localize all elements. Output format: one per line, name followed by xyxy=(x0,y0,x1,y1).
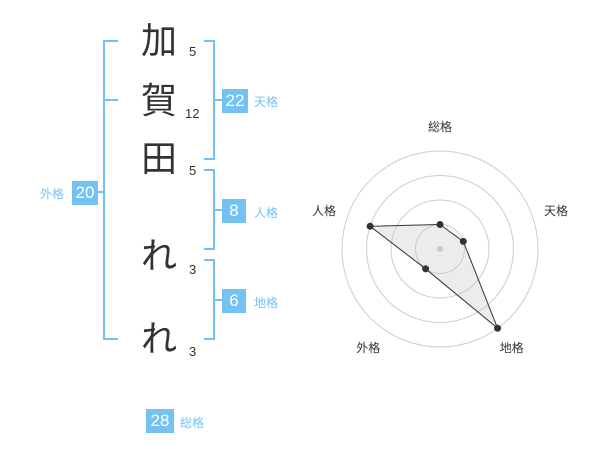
radar-center xyxy=(437,246,443,252)
name-char-3: 田 xyxy=(140,139,177,180)
radar-ring-2 xyxy=(390,199,490,299)
radar-ring-3 xyxy=(366,175,514,323)
stroke-count-1: 5 xyxy=(189,44,197,59)
radar-axis-label-gaikaku: 外格 xyxy=(356,340,381,355)
tenkaku-value: 22 xyxy=(222,89,248,113)
radar-axis-label-chikaku: 地格 xyxy=(499,340,524,355)
chikaku-value: 6 xyxy=(222,289,246,313)
gaikaku-value: 20 xyxy=(72,181,98,205)
radar-ring-4 xyxy=(341,150,539,348)
gaikaku-label: 外格 xyxy=(40,187,65,201)
stroke-count-4: 3 xyxy=(189,262,197,277)
radar-point-0 xyxy=(436,221,444,228)
name-char-2: 賀 xyxy=(140,81,177,122)
jinkaku-value: 8 xyxy=(222,199,246,223)
stroke-count-5: 3 xyxy=(189,344,197,359)
stroke-count-3: 5 xyxy=(189,163,197,178)
radar-axis-label-soukaku: 総格 xyxy=(427,120,452,134)
radar-point-4 xyxy=(366,222,374,230)
soukaku-label: 総格 xyxy=(180,416,205,430)
name-char-1: 加 xyxy=(140,21,177,62)
radar-point-1 xyxy=(459,237,467,245)
jinkaku-label: 人格 xyxy=(254,206,279,220)
gaikaku-bracket xyxy=(103,40,118,340)
tenkaku-label: 天格 xyxy=(254,95,279,109)
soukaku-value: 28 xyxy=(146,409,174,433)
radar-point-3 xyxy=(422,265,430,273)
name-char-5: れ xyxy=(140,319,177,360)
radar-point-2 xyxy=(494,324,502,332)
stroke-count-2: 12 xyxy=(185,106,200,121)
chikaku-label: 地格 xyxy=(254,296,279,310)
radar-series-area xyxy=(368,223,499,329)
radar-axis-label-jinkaku: 人格 xyxy=(311,204,336,219)
radar-axis-label-tenkaku: 天格 xyxy=(544,204,569,219)
name-char-4: れ xyxy=(140,236,177,277)
